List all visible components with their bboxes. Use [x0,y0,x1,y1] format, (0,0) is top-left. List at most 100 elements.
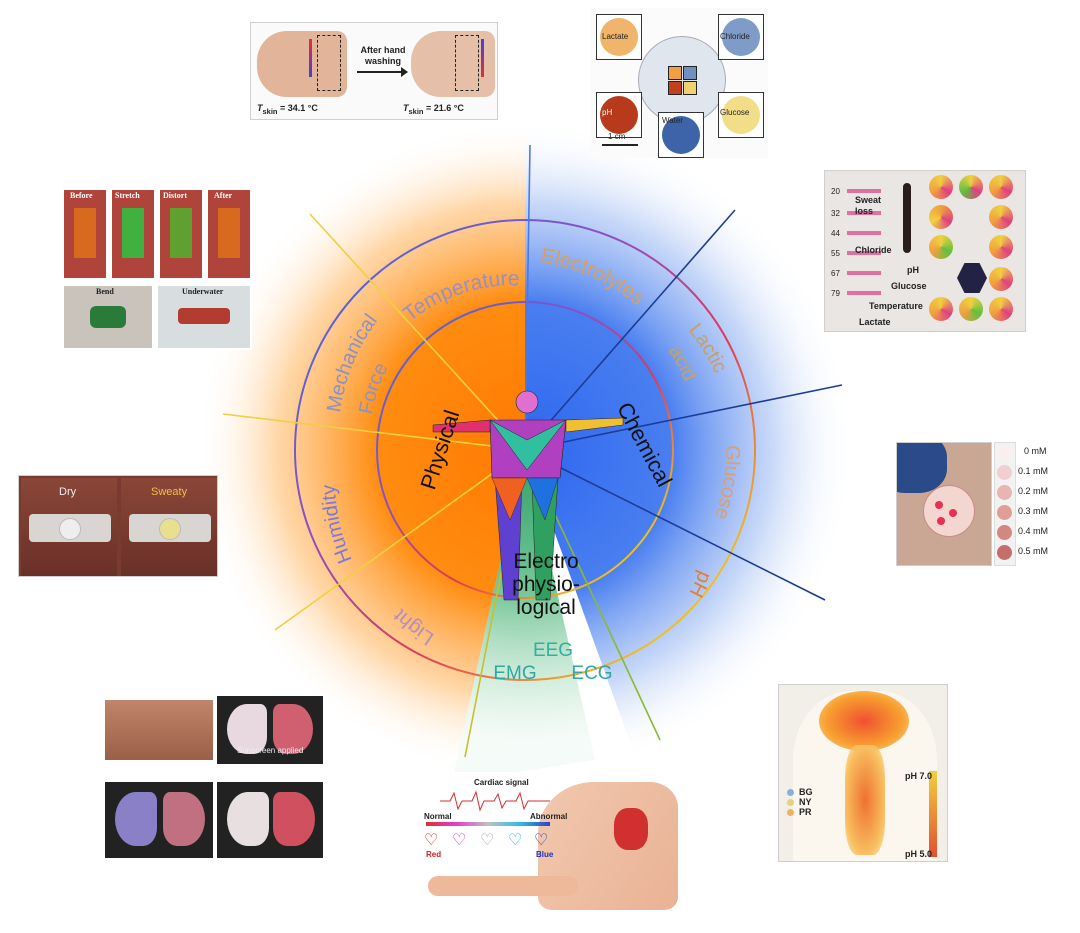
sensor-disc [638,36,726,124]
sunscreen-butterfly-image [217,696,323,764]
level-1: 0.1 mM [1018,466,1049,476]
level-5: 0.5 mM [1018,546,1049,556]
outer-ring [294,219,756,681]
sweaty-label: Sweaty [151,486,188,498]
chloride-label: Chloride [720,32,750,41]
ny-dot [787,799,794,806]
dry-label: Dry [59,486,77,498]
swatch-2 [997,485,1012,500]
temperature-sensor-hex [957,263,987,293]
tick-44: 44 [831,229,840,238]
skin-temp-before: Tskin = 34.1 °C [257,103,318,116]
cardiac-signal-label: Cardiac signal [474,778,529,787]
emg-label: EMG [493,663,536,684]
chloride-channel [903,183,911,253]
ny-label: NY [799,797,812,807]
swatch-3 [997,505,1012,520]
bend-label: Bend [96,287,114,296]
sensor-box-2 [455,35,479,91]
tick-67: 67 [831,269,840,278]
skin-temp-after: Tskin = 21.6 °C [403,103,464,116]
swatch-0 [997,445,1012,460]
butterfly-image-3 [105,782,213,858]
electro-label-2: physio- [512,573,580,596]
heart-gray-icon: ♡ [480,832,495,849]
color-dot-10 [959,297,983,321]
level-4: 0.4 mM [1018,526,1049,536]
underwater-image [158,286,250,348]
inner-ring [376,301,674,599]
pr-label: PR [799,807,812,817]
mechanical-force-panel: Before Stretch Distort After Bend Underw… [62,186,252,350]
ph-map-panel: pH 7.0 pH 5.0 BG NY PR [778,684,948,862]
ph-sensor-label: pH [602,108,613,117]
swatch-4 [997,525,1012,540]
cardiac-waveform [440,790,550,812]
heatmap-upper [819,691,909,751]
swatch-5 [997,545,1012,560]
underwater-label: Underwater [182,287,224,296]
color-dot-2 [959,175,983,199]
well-2 [683,66,697,80]
glucose-concentration-panel [896,442,992,566]
humidity-panel: Dry Sweaty [18,475,218,577]
after-image [208,190,250,278]
arm-butterfly-image [105,700,213,760]
bg-dot [787,789,794,796]
color-bar-2 [481,39,484,77]
sweat-channel-4 [847,251,881,255]
sunscreen-label: Sunscreen applied [237,746,304,755]
distort-image [160,190,202,278]
lactate-zoom [596,14,642,60]
level-3: 0.3 mM [1018,506,1049,516]
glucose-spot-3 [937,517,945,525]
physical-sector [185,110,525,782]
chloride-zoom [718,14,764,60]
pr-dot [787,809,794,816]
heart-image [614,808,648,850]
color-dot-3 [989,175,1013,199]
bg-label: BG [799,787,813,797]
electro-label-3: logical [516,596,576,619]
ph-colorbar [929,771,937,857]
before-label: Before [70,191,93,200]
color-dot-5 [989,205,1013,229]
sweat-channel-3 [847,231,881,235]
ph-patch-label: pH [907,265,919,275]
sweat-channel-2 [847,211,881,215]
abnormal-label: Abnormal [530,812,568,821]
glucose-patch-label: Glucose [891,281,927,291]
glucose-scale: 0 mM 0.1 mM 0.2 mM 0.3 mM 0.4 mM 0.5 mM [994,442,1074,566]
sweat-channel-6 [847,291,881,295]
heatmap-spine [845,745,885,855]
color-dot-8 [989,267,1013,291]
tick-32: 32 [831,209,840,218]
dry-image [21,478,117,576]
before-image [64,190,106,278]
sweaty-image [121,478,217,576]
red-label: Red [426,850,442,859]
light-panel: Sunscreen applied [103,696,325,860]
glucose-spot-2 [949,509,957,517]
well-3 [668,81,682,95]
distort-label: Distort [163,191,187,200]
sensor-box-1 [317,35,341,91]
ecg-label: ECG [571,663,612,684]
color-dot-11 [989,297,1013,321]
water-zoom [658,112,704,158]
chemical-sector [525,109,866,770]
glucose-zoom [718,92,764,138]
human-figure [432,390,624,601]
electro-label-1: Electro [513,550,578,573]
level-0: 0 mM [1024,446,1047,456]
heart-magenta-icon: ♡ [452,832,467,849]
color-bar-1 [309,39,312,77]
chloride-patch-label: Chloride [855,245,892,255]
stretch-image [112,190,154,278]
color-scale-bar [426,822,550,826]
arrowhead-icon [401,67,408,77]
